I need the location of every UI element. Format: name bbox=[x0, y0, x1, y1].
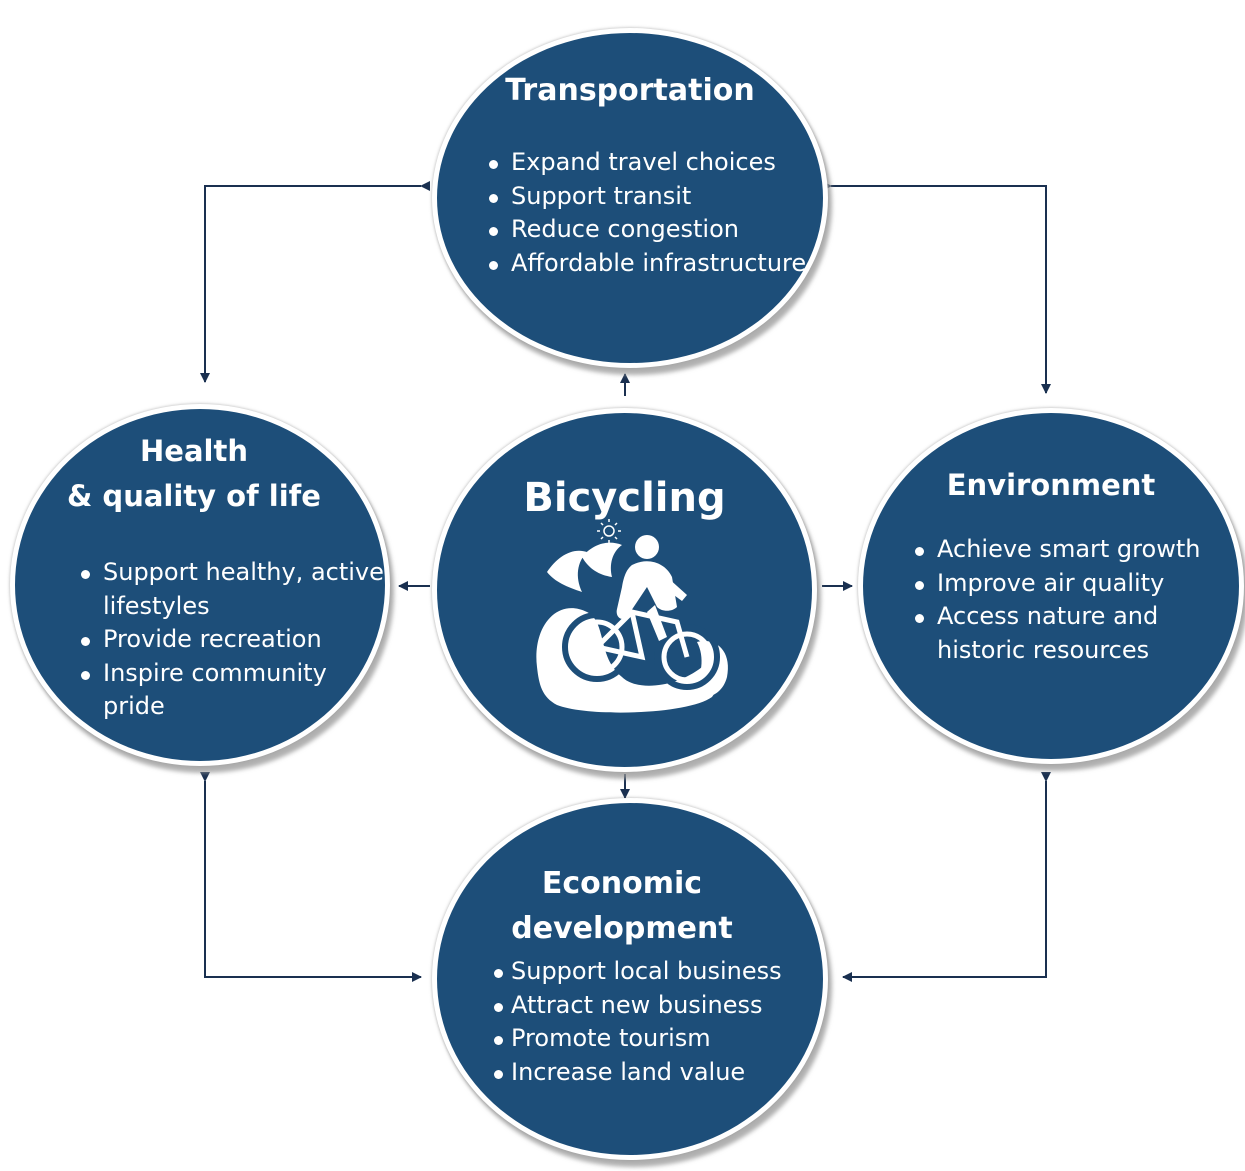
cyclist-icon bbox=[536, 519, 728, 713]
economic-development-circle: Economic development Support local busin… bbox=[432, 798, 828, 1160]
transportation-item: Support transit bbox=[485, 180, 825, 214]
transportation-list: Expand travel choices Support transit Re… bbox=[485, 146, 825, 280]
transportation-item: Expand travel choices bbox=[485, 146, 825, 180]
environment-item: Access nature and historic resources bbox=[911, 600, 1241, 667]
health-item: Provide recreation bbox=[77, 623, 387, 657]
arrow-health-economic bbox=[200, 772, 422, 982]
health-list: Support healthy, active lifestyles Provi… bbox=[77, 556, 387, 724]
health-item: Inspire community pride bbox=[77, 657, 387, 724]
arrow-transportation-environment bbox=[822, 181, 1051, 394]
health-item: Support healthy, active lifestyles bbox=[77, 556, 387, 623]
economic-item: Increase land value bbox=[492, 1056, 822, 1090]
health-circle: Health & quality of life Support healthy… bbox=[10, 404, 390, 766]
economic-title-line1: Economic bbox=[541, 866, 703, 901]
transportation-item: Reduce congestion bbox=[485, 213, 825, 247]
environment-circle: Environment Achieve smart growth Improve… bbox=[858, 408, 1244, 764]
transportation-circle: Transportation Expand travel choices Sup… bbox=[432, 28, 828, 368]
arrow-environment-economic bbox=[842, 772, 1051, 982]
bicycling-circle: Bicycling bbox=[432, 408, 817, 772]
environment-list: Achieve smart growth Improve air quality… bbox=[911, 533, 1241, 667]
health-title-line2: & quality of life bbox=[67, 479, 321, 513]
health-title: Health & quality of life bbox=[15, 429, 385, 519]
health-title-line1: Health bbox=[140, 434, 248, 468]
environment-title: Environment bbox=[946, 468, 1156, 502]
economic-list: Support local business Attract new busin… bbox=[492, 955, 822, 1089]
economic-title-line2: development bbox=[511, 911, 733, 946]
transportation-title: Transportation bbox=[505, 73, 755, 108]
transportation-item: Affordable infrastructure bbox=[485, 247, 825, 281]
bicycling-title: Bicycling bbox=[523, 475, 726, 521]
environment-item: Improve air quality bbox=[911, 567, 1241, 601]
economic-item: Promote tourism bbox=[492, 1022, 822, 1056]
economic-item: Support local business bbox=[492, 955, 822, 989]
environment-item: Achieve smart growth bbox=[911, 533, 1241, 567]
arrow-health-transportation bbox=[200, 181, 430, 383]
economic-title: Economic development bbox=[437, 861, 807, 951]
economic-item: Attract new business bbox=[492, 989, 822, 1023]
